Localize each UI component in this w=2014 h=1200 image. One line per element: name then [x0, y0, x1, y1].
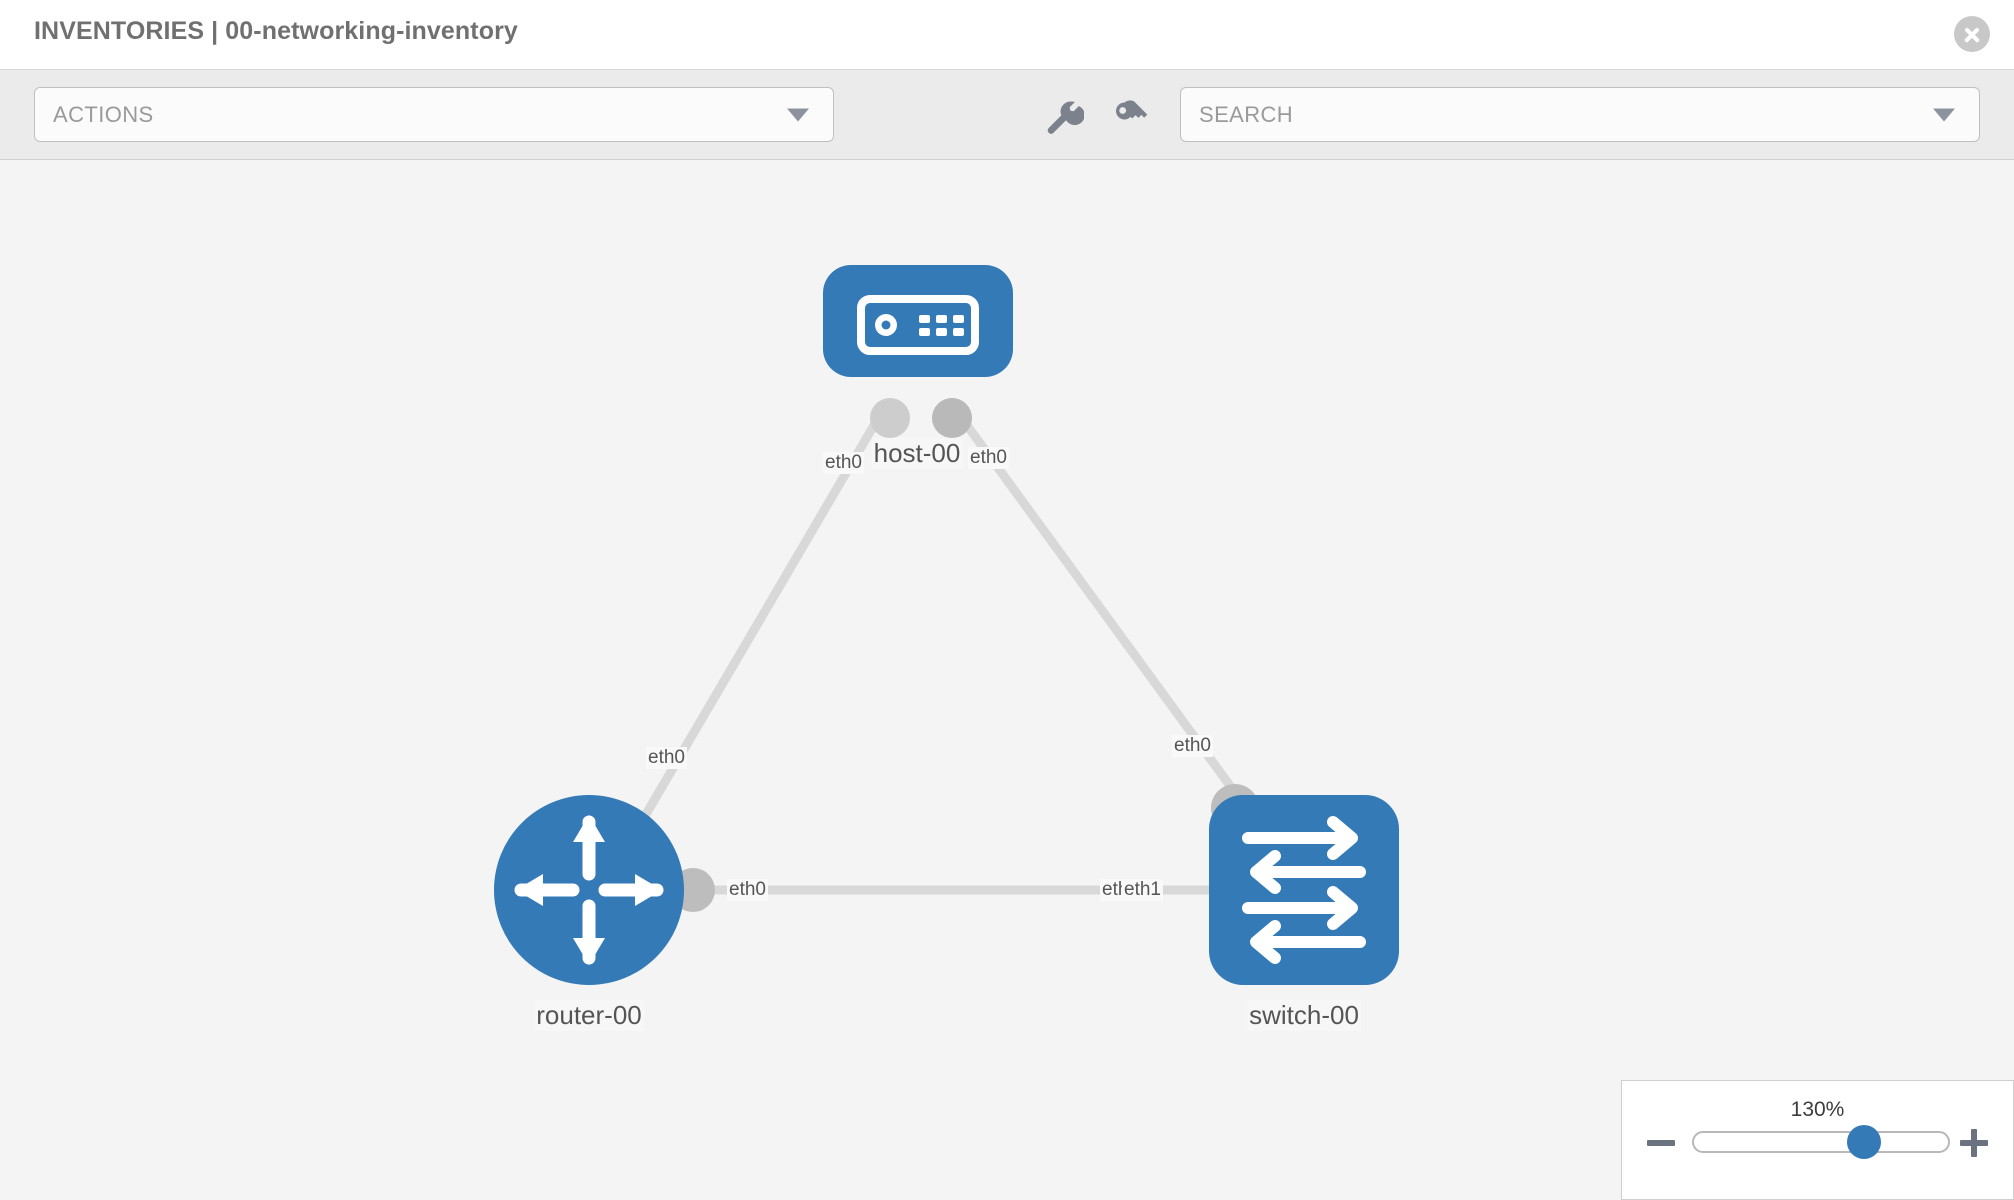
- search-placeholder: SEARCH: [1199, 101, 1294, 127]
- connector-host-eth0-left[interactable]: [870, 398, 910, 438]
- topology-canvas[interactable]: host-00 router-00 switch-00 eth0 eth0 et…: [0, 160, 2014, 1200]
- node-label-host: host-00: [871, 438, 963, 469]
- actions-dropdown[interactable]: ACTIONS: [34, 87, 834, 142]
- zoom-slider[interactable]: [1692, 1125, 1950, 1159]
- zoom-percent-label: 130%: [1790, 1098, 1845, 1121]
- actions-dropdown-label: ACTIONS: [53, 101, 154, 127]
- chevron-down-icon[interactable]: [1933, 108, 1955, 121]
- connector-host-eth0-right[interactable]: [932, 398, 972, 438]
- node-label-router: router-00: [534, 1000, 644, 1031]
- edge-label-switch-eth1: eth1: [1122, 879, 1163, 901]
- node-router-00[interactable]: [494, 795, 684, 985]
- page-header: INVENTORIES | 00-networking-inventory: [0, 0, 2014, 70]
- topology-links: [621, 410, 1259, 895]
- wrench-icon[interactable]: [1040, 94, 1085, 138]
- toolbar: ACTIONS SEARCH: [0, 70, 2014, 160]
- zoom-in-button[interactable]: [1960, 1129, 1988, 1157]
- node-switch-00[interactable]: [1209, 795, 1399, 985]
- search-input[interactable]: SEARCH: [1180, 87, 1980, 142]
- page-title: INVENTORIES | 00-networking-inventory: [34, 17, 518, 45]
- zoom-control: 130%: [1621, 1080, 2014, 1200]
- topology-graph: [494, 265, 1399, 985]
- link-host-router[interactable]: [621, 412, 884, 853]
- edge-label-switch-eth0-up: eth0: [1172, 735, 1213, 757]
- edge-label-host-eth0-right: eth0: [968, 447, 1009, 469]
- node-label-switch: switch-00: [1247, 1000, 1361, 1031]
- zoom-out-button[interactable]: [1647, 1129, 1675, 1157]
- edge-label-router-eth0: eth0: [727, 879, 768, 901]
- node-host-00[interactable]: [823, 265, 1013, 377]
- link-host-switch[interactable]: [954, 410, 1259, 823]
- zoom-slider-thumb[interactable]: [1847, 1125, 1882, 1159]
- edge-label-host-eth0-left: eth0: [823, 452, 864, 474]
- chevron-down-icon[interactable]: [787, 108, 809, 121]
- key-icon[interactable]: [1108, 94, 1152, 138]
- edge-label-router-eth0-up: eth0: [646, 747, 687, 769]
- topology-connectors: [671, 398, 1259, 912]
- close-icon[interactable]: [1954, 16, 1990, 52]
